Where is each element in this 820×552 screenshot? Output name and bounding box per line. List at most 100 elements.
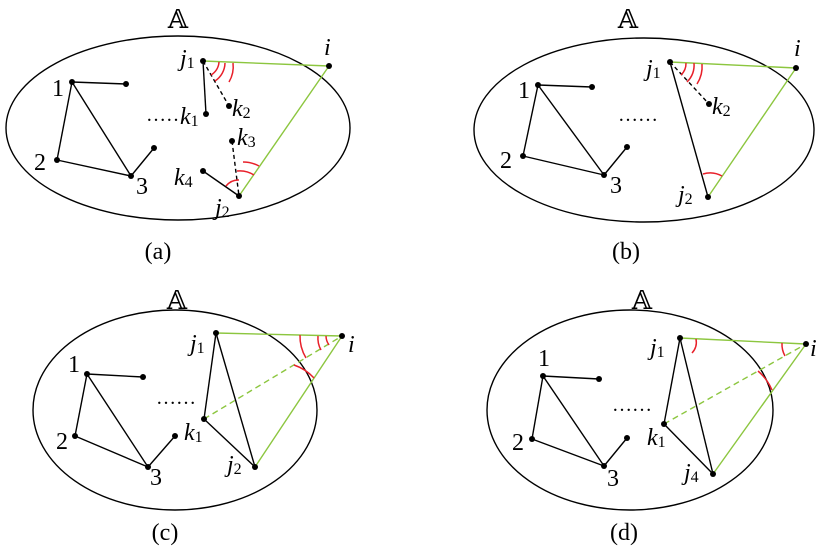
green-dashed-c-k1-i bbox=[203, 335, 343, 420]
arc-b-j1-3 bbox=[696, 63, 703, 85]
node-a-k3 bbox=[229, 138, 235, 144]
node-a-j2 bbox=[236, 193, 242, 199]
arc-a-j2-2 bbox=[236, 170, 255, 176]
dashed-a-k3-j2 bbox=[231, 140, 240, 197]
node-a-k4 bbox=[200, 168, 206, 174]
arc-a-j1-3 bbox=[228, 62, 234, 83]
ellipse-d bbox=[486, 309, 774, 511]
node-b-j2 bbox=[705, 194, 711, 200]
node-c-j1 bbox=[213, 330, 219, 336]
node-c-stub3 bbox=[172, 433, 178, 439]
arc-b-j1-2 bbox=[686, 62, 695, 83]
arc-a-j1-2 bbox=[214, 62, 226, 82]
arc-c-i-4 bbox=[293, 364, 315, 379]
edge-b-1-2 bbox=[522, 84, 539, 157]
label-d-k1: k1 bbox=[647, 425, 666, 451]
label-c-2: 2 bbox=[56, 429, 68, 455]
node-a-1 bbox=[69, 79, 75, 85]
node-a-stub1 bbox=[123, 81, 129, 87]
edge-a-1-2 bbox=[56, 81, 73, 161]
green-dashed-d-k1-i bbox=[663, 343, 807, 425]
label-a-j1: j1 bbox=[177, 46, 195, 72]
label-d-j4: j4 bbox=[681, 460, 699, 486]
node-d-k1 bbox=[661, 421, 667, 427]
label-d-3: 3 bbox=[607, 466, 619, 492]
green-d-j4-i bbox=[712, 343, 807, 475]
green-c-j2-i bbox=[254, 335, 343, 468]
label-b-1: 1 bbox=[518, 78, 530, 104]
label-b-k2: k2 bbox=[712, 94, 731, 120]
label-c-i: i bbox=[348, 332, 355, 358]
node-b-k2 bbox=[706, 101, 712, 107]
node-d-stub1 bbox=[596, 376, 602, 382]
label-c-j1: j1 bbox=[187, 331, 205, 357]
node-a-k1 bbox=[203, 111, 209, 117]
edge-a-j1-k1 bbox=[202, 60, 207, 115]
node-d-j4 bbox=[710, 471, 716, 477]
label-a-2: 2 bbox=[34, 150, 46, 176]
green-c-j1-i bbox=[215, 332, 343, 337]
node-b-2 bbox=[520, 153, 526, 159]
edge-c-2-3 bbox=[74, 435, 149, 468]
label-b-j2: j2 bbox=[675, 182, 693, 208]
label-a-i: i bbox=[324, 35, 331, 61]
arc-c-i-1 bbox=[325, 335, 330, 346]
node-c-stub1 bbox=[140, 374, 146, 380]
edge-c-3-stub bbox=[147, 435, 176, 468]
panel-b: 𝔸 1 2 3 …… j1 k2 j2 i (b) bbox=[473, 5, 815, 265]
edge-a-2-3 bbox=[56, 159, 132, 177]
node-b-j1 bbox=[667, 59, 673, 65]
ellipsis-c: …… bbox=[156, 387, 196, 409]
set-symbol-d: 𝔸 bbox=[631, 286, 653, 315]
edge-c-1-2 bbox=[74, 373, 88, 437]
ellipsis-d: …… bbox=[612, 394, 652, 416]
arc-d-i-2 bbox=[757, 370, 773, 391]
edge-c-k1-j2 bbox=[203, 418, 256, 468]
edge-d-1-3 bbox=[542, 375, 605, 467]
label-d-2: 2 bbox=[512, 430, 524, 456]
edge-d-3-stub bbox=[603, 437, 628, 467]
node-a-stub3 bbox=[151, 145, 157, 151]
arc-b-j2 bbox=[702, 172, 723, 177]
node-d-3 bbox=[601, 463, 607, 469]
arc-d-j1 bbox=[691, 338, 698, 354]
edge-d-j1-j4 bbox=[679, 337, 714, 475]
node-d-j1 bbox=[677, 335, 683, 341]
caption-b: (b) bbox=[612, 239, 640, 265]
node-c-3 bbox=[145, 464, 151, 470]
edge-b-1-3 bbox=[537, 84, 605, 176]
edge-c-j1-j2 bbox=[215, 332, 256, 468]
label-a-k4: k4 bbox=[174, 165, 193, 191]
edge-d-1-2 bbox=[531, 375, 544, 440]
label-c-1: 1 bbox=[68, 352, 80, 378]
label-c-3: 3 bbox=[150, 465, 162, 491]
label-b-3: 3 bbox=[610, 173, 622, 199]
ellipsis-b: …… bbox=[618, 104, 658, 126]
node-b-3 bbox=[601, 172, 607, 178]
arc-c-i-2 bbox=[317, 335, 322, 351]
node-c-k1 bbox=[201, 416, 207, 422]
node-b-i bbox=[793, 65, 799, 71]
arc-d-i-1 bbox=[781, 342, 786, 357]
set-symbol-a: 𝔸 bbox=[167, 5, 189, 34]
node-c-1 bbox=[84, 371, 90, 377]
node-d-1 bbox=[540, 373, 546, 379]
node-d-i bbox=[803, 341, 809, 347]
edge-c-1-top bbox=[86, 373, 144, 378]
node-a-2 bbox=[54, 157, 60, 163]
label-a-k1: k1 bbox=[180, 104, 199, 130]
panel-a: 𝔸 1 2 3 …… bbox=[5, 5, 351, 265]
edge-d-j1-k1 bbox=[663, 337, 681, 425]
edge-a-1-3 bbox=[71, 81, 132, 177]
node-b-stub3 bbox=[624, 144, 630, 150]
arc-a-j2-1 bbox=[225, 179, 240, 187]
label-c-k1: k1 bbox=[184, 420, 203, 446]
set-symbol-c: 𝔸 bbox=[166, 286, 188, 315]
label-b-2: 2 bbox=[500, 148, 512, 174]
panel-c: 𝔸 1 2 3 …… j1 k1 j2 i (c) bbox=[32, 286, 355, 546]
edge-a-k4-j2 bbox=[202, 170, 240, 197]
green-a-j1-i bbox=[202, 60, 330, 67]
edge-c-j1-k1 bbox=[203, 332, 217, 420]
